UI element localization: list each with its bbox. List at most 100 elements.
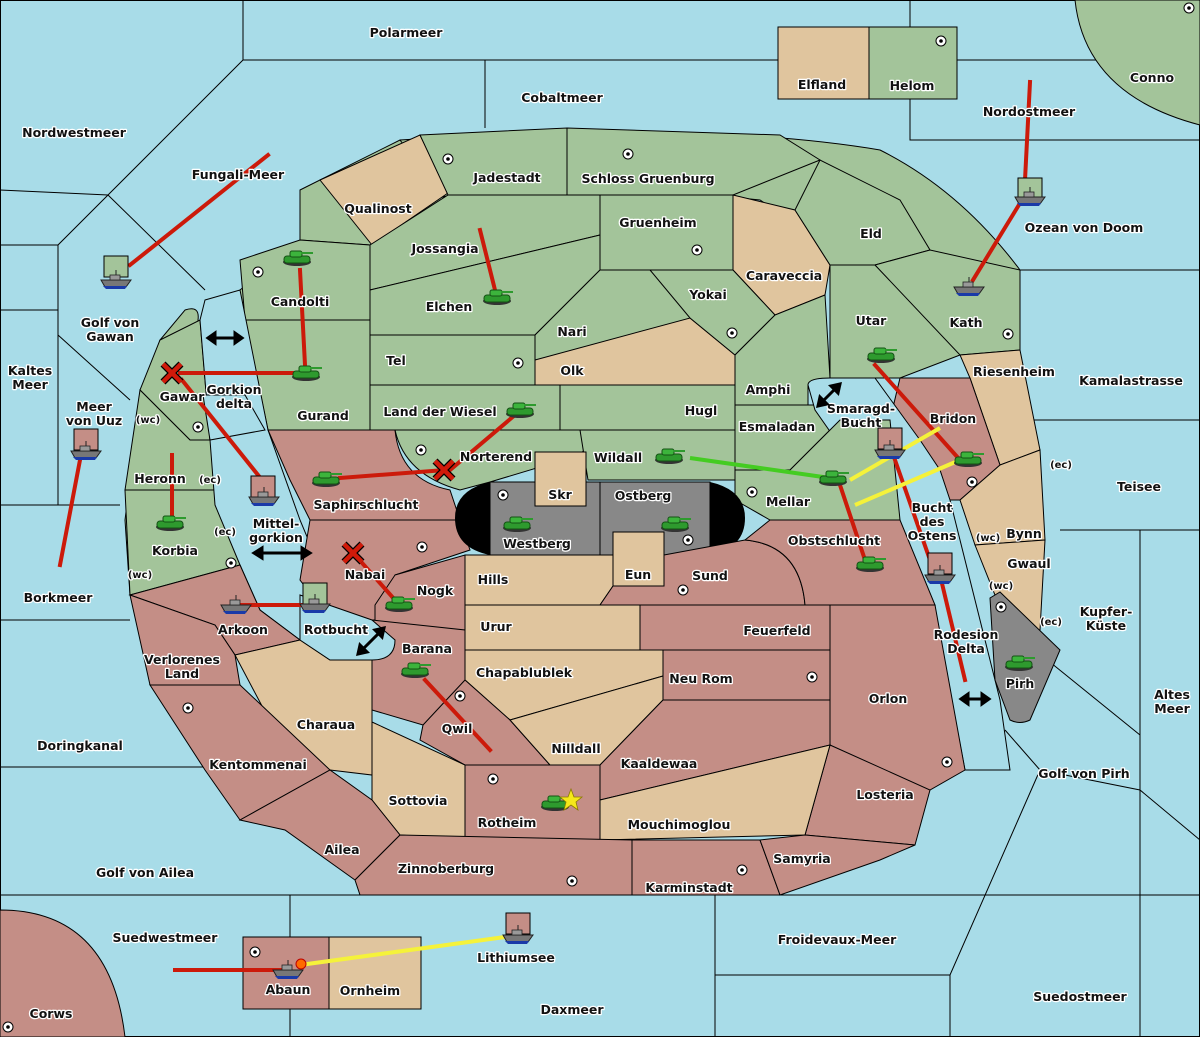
label-rodesion-delta-2: Delta: [947, 641, 985, 656]
army-icon[interactable]: [1004, 655, 1036, 672]
label-candolti: Candolti: [271, 294, 330, 309]
army-icon[interactable]: [282, 250, 314, 267]
territory-skr[interactable]: [534, 451, 587, 507]
label-samyria: Samyria: [773, 851, 831, 866]
label-coast-wc: (wc): [989, 581, 1013, 592]
territory-samyria[interactable]: [759, 834, 916, 896]
label-gwaul: Gwaul: [1007, 556, 1050, 571]
label-nordwestmeer: Nordwestmeer: [22, 125, 127, 140]
supply-center-icon: [416, 541, 428, 553]
label-helom: Helom: [890, 78, 935, 93]
label-westberg: Westberg: [503, 536, 571, 551]
label-coast-ec: (ec): [1050, 460, 1072, 471]
label-gruenheim: Gruenheim: [619, 215, 696, 230]
army-icon[interactable]: [505, 402, 537, 419]
label-rodesion-delta-1: Rodesion: [934, 627, 999, 642]
label-coast-wc: (wc): [136, 415, 160, 426]
double-arrow-icon: [816, 382, 842, 408]
label-sottovia: Sottovia: [389, 793, 448, 808]
label-mouchimoglou: Mouchimoglou: [628, 817, 731, 832]
label-kentommenai: Kentommenai: [209, 757, 307, 772]
impassable-west-cap: [455, 482, 490, 555]
label-nabai: Nabai: [345, 567, 386, 582]
label-zinnoberburg: Zinnoberburg: [398, 861, 494, 876]
supply-center-icon: [487, 773, 499, 785]
label-kamalastrasse: Kamalastrasse: [1079, 373, 1183, 388]
supply-center-icon: [677, 584, 689, 596]
fleet-icon[interactable]: [220, 594, 252, 615]
label-fungali-meer: Fungali-Meer: [192, 167, 285, 182]
army-icon[interactable]: [155, 515, 187, 532]
label-golf-von-gawan-1: Golf von: [81, 315, 140, 330]
label-riesenheim: Riesenheim: [973, 364, 1055, 379]
supply-center-icon: [497, 489, 509, 501]
label-charaua: Charaua: [297, 717, 355, 732]
label-hills: Hills: [478, 572, 509, 587]
label-elfland: Elfland: [798, 77, 846, 92]
label-qwil: Qwil: [442, 721, 473, 736]
label-kath: Kath: [950, 315, 983, 330]
supply-center-icon: [995, 601, 1007, 613]
double-arrow-icon: [251, 545, 313, 561]
label-golf-von-ailea: Golf von Ailea: [96, 865, 194, 880]
army-icon[interactable]: [953, 451, 985, 468]
army-icon[interactable]: [291, 365, 323, 382]
label-bridon: Bridon: [930, 411, 976, 426]
label-korbia: Korbia: [152, 543, 198, 558]
army-icon[interactable]: [866, 347, 898, 364]
army-icon[interactable]: [660, 516, 692, 533]
territory-bynn[interactable]: [959, 449, 1046, 546]
label-nogk: Nogk: [417, 583, 454, 598]
dislodged-x-icon: [435, 461, 453, 479]
supply-center-icon: [622, 148, 634, 160]
label-coast-wc: (wc): [976, 533, 1000, 544]
label-heronn: Heronn: [134, 471, 186, 486]
label-caraveccia: Caraveccia: [746, 268, 822, 283]
army-icon[interactable]: [855, 556, 887, 573]
territory-verlorenes-land[interactable]: [129, 594, 241, 686]
label-suedostmeer: Suedostmeer: [1033, 989, 1127, 1004]
label-nilldall: Nilldall: [551, 741, 600, 756]
label-hugl: Hugl: [685, 403, 718, 418]
supply-center-icon: [252, 266, 264, 278]
army-icon[interactable]: [654, 448, 686, 465]
territory-conno[interactable]: [1074, 0, 1200, 126]
label-bucht-des-ostens-1: Bucht: [912, 500, 953, 515]
army-icon[interactable]: [502, 516, 534, 533]
supply-center-icon: [182, 702, 194, 714]
label-elchen: Elchen: [426, 299, 473, 314]
conflict-burst-icon: [295, 958, 307, 970]
label-altes-meer-2: Meer: [1154, 701, 1190, 716]
army-icon[interactable]: [818, 470, 850, 487]
label-losteria: Losteria: [856, 787, 913, 802]
supply-center-icon: [566, 875, 578, 887]
army-icon[interactable]: [400, 662, 432, 679]
army-icon[interactable]: [311, 471, 343, 488]
territory-corws[interactable]: [0, 909, 126, 1037]
supply-center-icon: [806, 671, 818, 683]
label-daxmeer: Daxmeer: [540, 1002, 604, 1017]
label-smaragd-bucht-1: Smaragd-: [827, 401, 895, 416]
supply-center-icon: [726, 327, 738, 339]
army-icon[interactable]: [482, 289, 514, 306]
label-golf-von-gawan-2: Gawan: [86, 329, 134, 344]
supply-center-icon: [454, 690, 466, 702]
label-doringkanal: Doringkanal: [37, 738, 123, 753]
dislodged-x-icon: [163, 364, 181, 382]
label-froidevaux-meer: Froidevaux-Meer: [778, 932, 897, 947]
label-arkoon: Arkoon: [218, 622, 268, 637]
label-verlorenes-land-2: Land: [165, 666, 199, 681]
supply-center-icon: [192, 421, 204, 433]
supply-center-icon: [225, 557, 237, 569]
label-bucht-des-ostens-3: Ostens: [908, 528, 957, 543]
double-arrow-icon: [958, 691, 992, 707]
territory-kath[interactable]: [874, 249, 1021, 356]
label-ornheim: Ornheim: [340, 983, 400, 998]
label-eld: Eld: [860, 226, 882, 241]
label-conno: Conno: [1130, 70, 1175, 85]
label-kaaldewaa: Kaaldewaa: [621, 756, 698, 771]
fleet-icon[interactable]: [953, 276, 985, 297]
army-icon[interactable]: [384, 596, 416, 613]
